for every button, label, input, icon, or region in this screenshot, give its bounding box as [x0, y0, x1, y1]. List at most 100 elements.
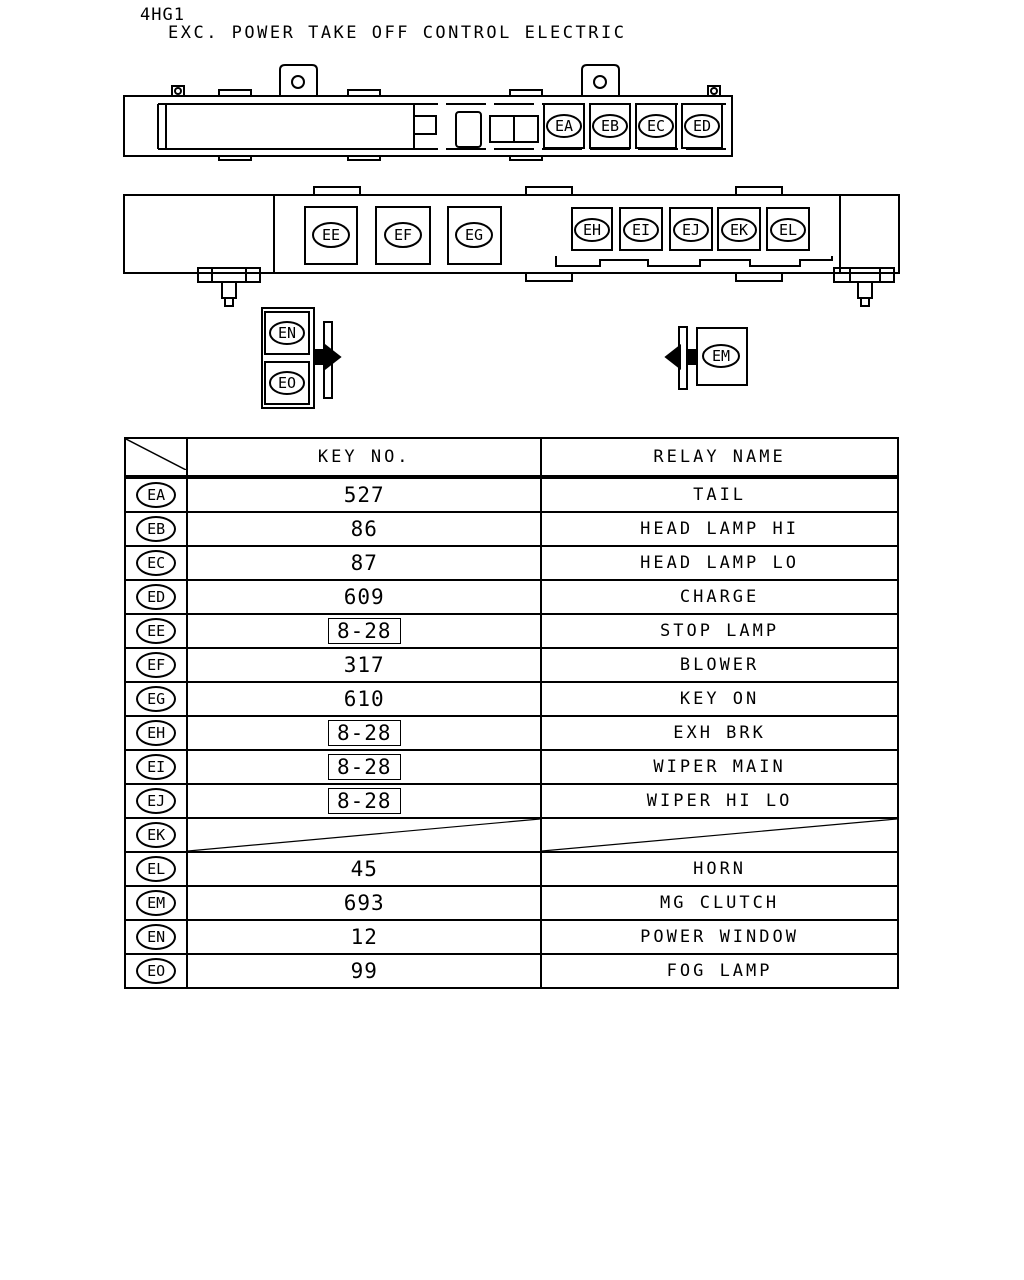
svg-text:EM: EM	[712, 347, 730, 365]
svg-text:EA: EA	[555, 117, 573, 135]
relay-code: EA	[136, 482, 177, 509]
key-no-cell-text: 527	[343, 483, 385, 508]
relay-code: EC	[136, 550, 177, 577]
relay-code-cell: EH	[123, 715, 189, 752]
key-no-cell-text: 12	[350, 925, 378, 950]
table-row: EJ 8-28 WIPER HI LO	[123, 783, 899, 820]
svg-text:EF: EF	[394, 226, 412, 244]
key-no-cell-text: 610	[343, 687, 385, 712]
svg-text:EH: EH	[583, 221, 601, 239]
right-relay: EM	[664, 326, 748, 390]
relay-code-cell: ED	[123, 579, 189, 616]
relay-code-cell: EK	[123, 817, 189, 854]
key-no-cell-text: 86	[350, 517, 378, 542]
relay-el-label: EL	[770, 218, 806, 242]
relay-code-cell: EA	[123, 476, 189, 514]
relay-code-cell: EO	[123, 953, 189, 990]
relay-code: EN	[136, 924, 177, 951]
svg-text:EI: EI	[632, 221, 650, 239]
key-no-cell: 8-28	[186, 613, 543, 650]
relay-name-cell-text: MG CLUTCH	[660, 893, 780, 914]
relay-code: EI	[136, 754, 177, 781]
relay-name-cell-text: HORN	[693, 859, 747, 880]
key-no-cell: 610	[186, 681, 543, 718]
relay-name-cell-text: HEAD LAMP HI	[640, 519, 799, 540]
relay-name-cell: WIPER HI LO	[540, 783, 899, 820]
relay-code: EH	[136, 720, 177, 747]
relay-name-cell-text: BLOWER	[679, 655, 760, 676]
relay-name-cell-text: CHARGE	[679, 587, 760, 608]
table-row: ED 609 CHARGE	[123, 579, 899, 616]
relay-code-cell: EE	[123, 613, 189, 650]
relay-name-cell-text: WIPER HI LO	[646, 791, 793, 812]
key-no-cell-text: 87	[350, 551, 378, 576]
key-no-cell: 87	[186, 545, 543, 582]
svg-text:EL: EL	[779, 221, 797, 239]
svg-text:EE: EE	[322, 226, 340, 244]
relay-eo-label: EO	[269, 371, 305, 395]
key-no-cell: 693	[186, 885, 543, 922]
relay-name-cell-text: STOP LAMP	[660, 621, 780, 642]
relay-ed-label: ED	[684, 114, 720, 138]
relay-name-cell: HEAD LAMP HI	[540, 511, 899, 548]
key-no-cell-text: 8-28	[327, 720, 401, 747]
key-no-cell-text: 609	[343, 585, 385, 610]
table-header-row: KEY NO. RELAY NAME	[123, 436, 899, 480]
relay-code-cell: EM	[123, 885, 189, 922]
relay-code-cell: EN	[123, 919, 189, 956]
relay-name-header: RELAY NAME	[540, 436, 899, 480]
key-no-cell: 317	[186, 647, 543, 684]
relay-name-cell: CHARGE	[540, 579, 899, 616]
relay-name-cell: WIPER MAIN	[540, 749, 899, 786]
relay-ej-label: EJ	[673, 218, 709, 242]
table-row: EK	[123, 817, 899, 854]
relay-name-cell: POWER WINDOW	[540, 919, 899, 956]
relay-name-cell-text: EXH BRK	[673, 723, 766, 744]
relay-eh-label: EH	[574, 218, 610, 242]
table-row: EH 8-28 EXH BRK	[123, 715, 899, 752]
relay-en-label: EN	[269, 321, 305, 345]
relay-name-cell: KEY ON	[540, 681, 899, 718]
relay-name-cell	[540, 817, 899, 854]
model-title: 4HG1	[140, 5, 185, 25]
relay-name-cell-text: POWER WINDOW	[640, 927, 799, 948]
relay-code-cell: EI	[123, 749, 189, 786]
relay-code: EJ	[136, 788, 177, 815]
relay-em-label: EM	[702, 344, 740, 368]
key-no-cell: 86	[186, 511, 543, 548]
key-no-cell: 99	[186, 953, 543, 990]
key-no-cell: 12	[186, 919, 543, 956]
relay-ea-label: EA	[546, 114, 582, 138]
relay-name-cell-text: WIPER MAIN	[653, 757, 786, 778]
key-no-cell-text: 8-28	[327, 788, 401, 815]
key-no-cell: 8-28	[186, 783, 543, 820]
relay-name-cell-text: HEAD LAMP LO	[640, 553, 799, 574]
relay-name-cell: TAIL	[540, 476, 899, 514]
svg-text:EC: EC	[647, 117, 665, 135]
key-no-cell: 609	[186, 579, 543, 616]
svg-text:EG: EG	[465, 226, 483, 244]
relay-name-cell-text: KEY ON	[679, 689, 760, 710]
relay-code: EM	[136, 890, 177, 917]
key-no-cell: 8-28	[186, 715, 543, 752]
relay-ee-label: EE	[312, 222, 350, 248]
relay-name-cell: BLOWER	[540, 647, 899, 684]
key-no-cell: 527	[186, 476, 543, 514]
table-row: EC 87 HEAD LAMP LO	[123, 545, 899, 582]
table-row: EF 317 BLOWER	[123, 647, 899, 684]
table-row: EI 8-28 WIPER MAIN	[123, 749, 899, 786]
relay-code-cell: EJ	[123, 783, 189, 820]
relay-name-cell: EXH BRK	[540, 715, 899, 752]
relay-code-cell: EC	[123, 545, 189, 582]
key-no-cell: 8-28	[186, 749, 543, 786]
svg-text:ED: ED	[693, 117, 711, 135]
relay-code: EF	[136, 652, 177, 679]
relay-name-cell: HEAD LAMP LO	[540, 545, 899, 582]
